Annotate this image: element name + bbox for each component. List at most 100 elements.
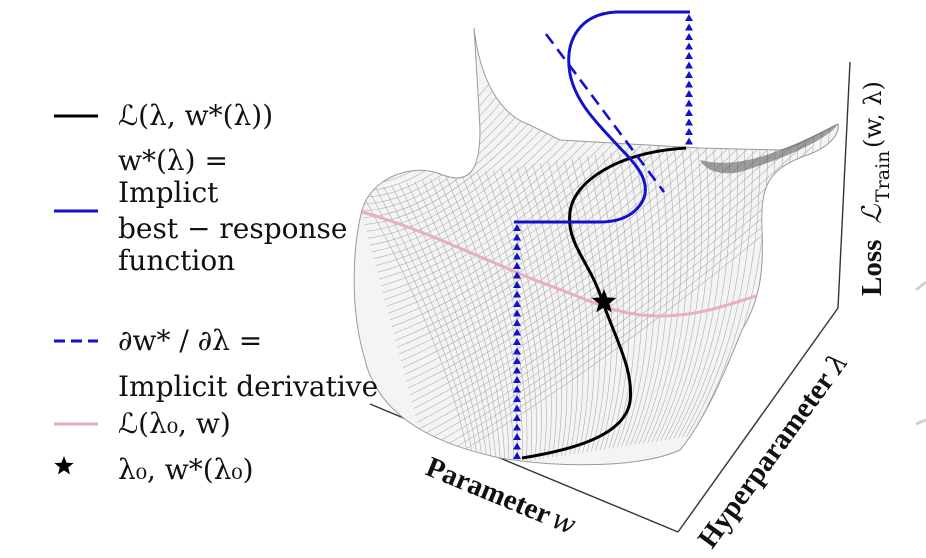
projection-triangle-marker [513,357,521,364]
mesh-line-v [621,149,649,447]
mesh-line-v [398,184,492,465]
legend-swatch-star-icon [54,456,74,475]
mesh-line-u [408,127,761,389]
mesh-line-v [594,154,618,451]
projection-triangle-marker [513,452,521,459]
projection-triangle-marker [513,347,521,355]
projection-triangle-marker [685,14,693,21]
legend-label-star-point: λ₀, w*(λ₀) [118,453,254,486]
projection-triangle-marker [513,252,521,260]
projection-triangle-marker [513,442,521,450]
projection-triangle-marker [513,281,521,288]
mesh-line-v [563,159,595,453]
best-response-curve [514,10,690,224]
projection-triangle-marker [685,61,693,69]
mesh-line-v [383,186,484,465]
mesh-line-u [413,135,783,409]
implicit-derivative-tangent [544,33,666,193]
projection-triangle-marker [513,290,521,298]
legend-label-best-response-line1: w*(λ) = [118,144,228,177]
mesh-line-v [579,157,607,452]
legend-label-implicit-derivative-line2: Implicit derivative [118,370,378,403]
mesh-line-v [445,177,519,463]
mesh-line-v [643,143,682,444]
mesh-line-v [625,147,656,447]
loss-axis-word: Loss [856,240,888,296]
mesh-line-v [469,173,533,461]
mesh-line-v [492,170,547,459]
projection-triangle-marker [513,262,521,269]
mesh-line-v [651,140,696,443]
mesh-line-u [395,107,708,341]
mesh-line-v [359,189,471,465]
projection-triangle-marker [513,376,521,383]
projection-triangle-marker [685,42,693,50]
projection-triangle-marker [685,109,693,116]
legend-label-best-response-line3: best − response [118,212,347,245]
mesh-line-u [411,132,776,403]
projection-triangle-marker [513,423,521,431]
loss-axis-line [837,61,851,309]
loss-surface [353,27,839,466]
slice-curve-lambda0 [361,210,757,318]
legend-label-slice-lambda0: ℒ(λ₀, w) [118,407,231,440]
mesh-line-v [669,136,724,440]
legend-label-best-response-line2: Implict [118,176,219,209]
projection-triangle-marker [513,300,521,307]
mesh-line-v [682,132,746,438]
projection-triangle-marker [513,366,521,374]
mesh-line-u [397,110,716,348]
loss-axis-symbol: ℒ [857,204,888,224]
legend: ℒ(λ, w*(λ)) w*(λ) = Implict best − respo… [54,99,378,486]
mesh-line-v [375,187,479,465]
projection-triangle-marker [513,233,521,241]
mesh-line-v [367,188,475,465]
mesh-line-v [524,165,568,457]
mesh-line-v [414,181,501,465]
projection-triangle-marker [513,414,521,421]
projection-markers-left [513,224,521,459]
projection-triangle-marker [513,338,521,345]
mesh-line-v [673,135,731,439]
mesh-line-u [404,121,746,375]
loss-axis-args: (w, λ) [859,81,887,148]
mesh-line-v [532,164,573,456]
edge-artifact-bottom [915,418,926,426]
mesh-line-v [555,160,589,454]
projection-triangle-marker [513,404,521,412]
projection-triangle-marker [685,118,693,126]
mesh-line-v [602,153,624,450]
projection-triangle-marker [685,52,693,59]
projection-triangle-marker [513,271,521,279]
legend-label-best-response-line4: function [118,244,235,277]
star-marker-lambda0 [591,289,617,313]
projection-triangle-marker [685,99,693,107]
mesh-line-v [453,175,523,463]
mesh-line-u [422,148,821,443]
legend-label-implicit-derivative-line1: ∂w* / ∂λ = [118,324,262,357]
mesh-line-v [547,161,584,455]
projection-triangle-marker [513,309,521,317]
projection-triangle-marker [513,385,521,393]
mesh-line-u [406,124,753,382]
mesh-line-u [398,113,723,355]
mesh-line-v [539,163,578,455]
loss-axis-subscript: Train [872,151,894,202]
mesh-line-v [477,172,537,461]
mesh-line-v [630,146,662,446]
mesh-line-u [393,105,701,334]
mesh-line-v [608,152,630,449]
mesh-line-v [500,168,552,459]
projection-markers-right [685,14,693,145]
projection-triangle-marker [513,319,521,326]
mesh-line-u [402,118,738,368]
mesh-line-v [638,144,675,445]
mesh-line-v [571,158,601,453]
mesh-line-v [485,171,542,460]
mesh-line-u [391,102,693,328]
edge-artifact-top [915,280,926,292]
projection-triangle-marker [513,243,521,250]
mesh-line-v [677,133,738,439]
projection-triangle-marker [685,33,693,40]
